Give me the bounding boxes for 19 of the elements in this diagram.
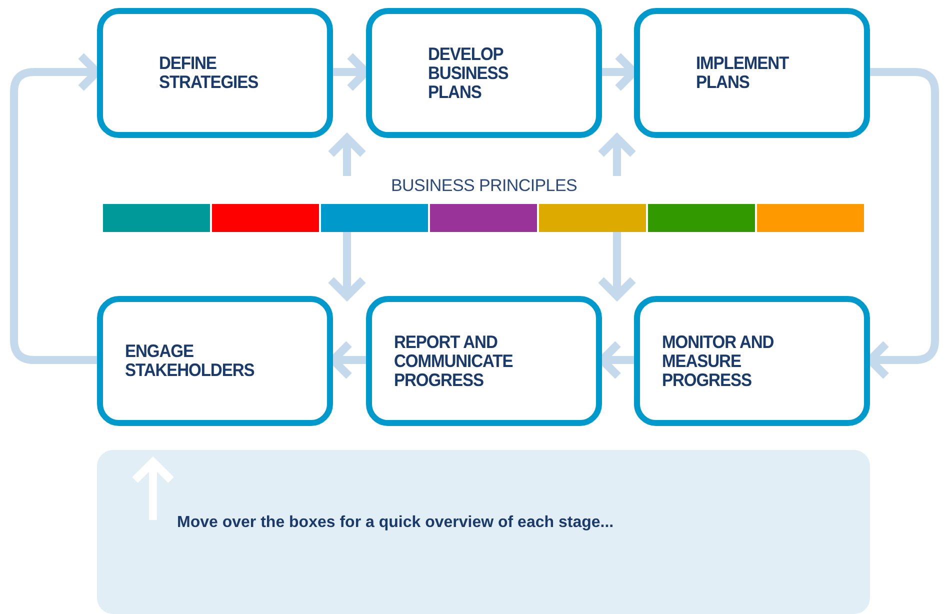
info-panel (97, 450, 870, 614)
stage-box (97, 8, 333, 138)
stage-label: MONITOR AND MEASURE PROGRESS (662, 332, 775, 390)
stage-box (634, 296, 870, 426)
principles-band (103, 176, 865, 232)
arrow (327, 232, 367, 300)
arrow (597, 232, 637, 300)
arrow (327, 134, 367, 176)
stage-box (366, 296, 602, 426)
stage-box (634, 8, 870, 138)
stage-label: DEVELOP BUSINESS PLANS (428, 44, 510, 102)
stage-box (366, 8, 602, 138)
stage-label: DEFINE STRATEGIES (159, 54, 260, 92)
stage-label: IMPLEMENT PLANS (696, 54, 790, 92)
arrow (597, 134, 637, 176)
stage-box (97, 296, 333, 426)
band-heading: BUSINESS PRINCIPLES (390, 176, 578, 196)
stage-label: REPORT AND COMMUNICATE PROGRESS (394, 332, 514, 390)
instruction-text: Move over the boxes for a quick overview of each stage... (177, 514, 614, 532)
